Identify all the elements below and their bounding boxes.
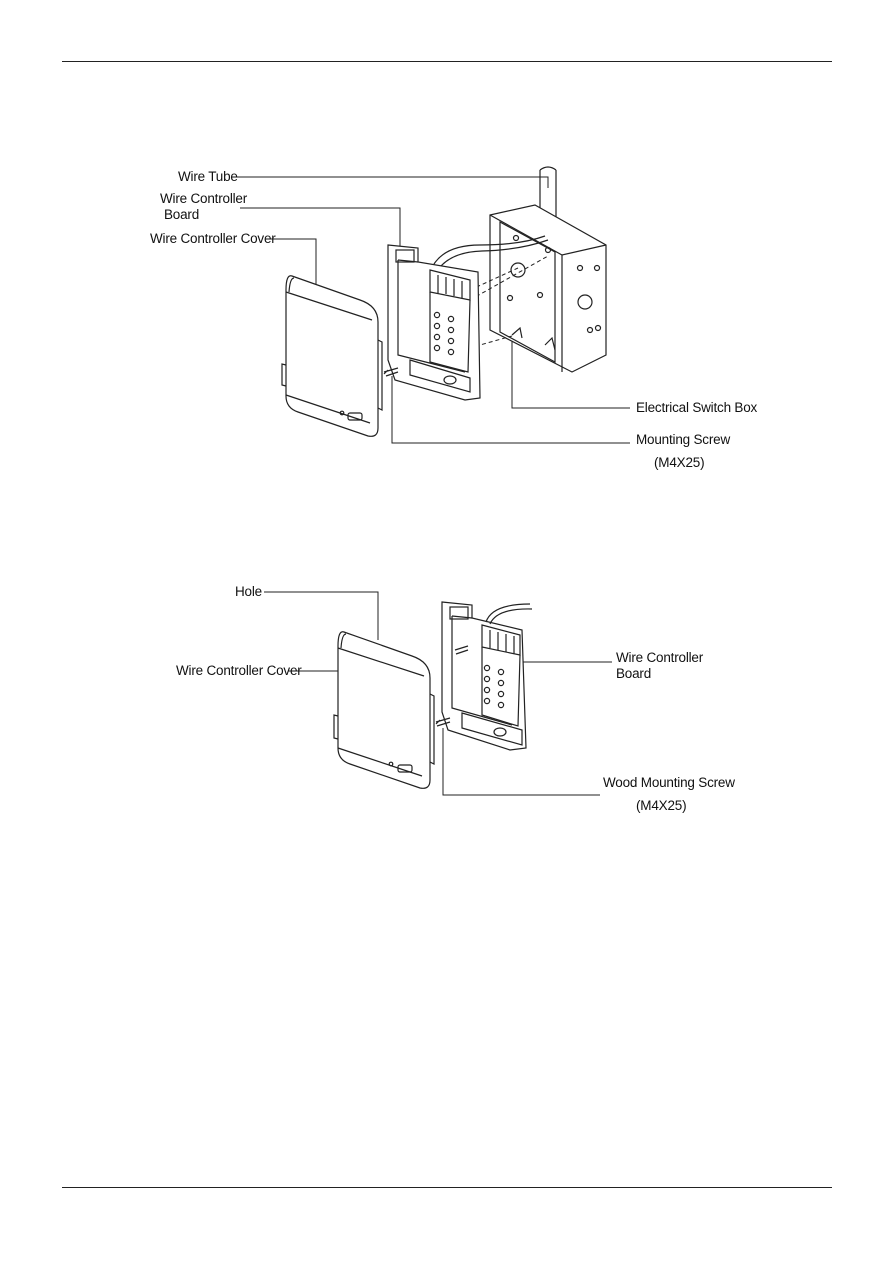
- wood-mounting-screw-label: Wood Mounting Screw: [603, 775, 735, 790]
- wood-screw-drawing: [435, 645, 469, 727]
- mounting-screw-label: Mounting Screw: [636, 432, 730, 447]
- wire-controller-cover-label: Wire Controller Cover: [150, 231, 276, 246]
- controller-wire-drawing-2: [433, 239, 549, 277]
- electrical-switch-box-drawing: [489, 204, 607, 373]
- wood-mounting-screw-size-label: (M4X25): [636, 798, 687, 813]
- electrical-switch-box-label: Electrical Switch Box: [636, 400, 758, 415]
- wire-controller-board-label-2-line2: Board: [616, 666, 652, 681]
- figure-2-leader-lines: [264, 591, 612, 796]
- figure-1-leader-lines: [235, 176, 630, 444]
- hole-label: Hole: [235, 584, 262, 599]
- wire-controller-board-label: Wire Controller Board: [160, 191, 247, 223]
- controller-wire-drawing: [429, 235, 546, 273]
- wire-controller-board-label-2-line1: Wire Controller: [616, 650, 704, 665]
- wire-controller-board-label-line2: Board: [164, 207, 200, 222]
- wire-controller-cover-drawing: [281, 275, 383, 437]
- wire-controller-cover-label-2: Wire Controller Cover: [176, 663, 302, 678]
- wire-controller-board-label-2: Wire Controller Board: [616, 650, 703, 682]
- footer-rule: [62, 1187, 832, 1188]
- wire-controller-board-drawing-2: [441, 601, 533, 751]
- mounting-screw-drawing: [383, 367, 399, 377]
- wire-controller-board-label-line1: Wire Controller: [160, 191, 248, 206]
- wire-controller-cover-drawing-2: [333, 631, 435, 789]
- wire-tube-label: Wire Tube: [178, 169, 238, 184]
- header-rule: [62, 61, 832, 62]
- wire-controller-board-drawing: [387, 244, 481, 401]
- mounting-screw-size-label: (M4X25): [654, 455, 705, 470]
